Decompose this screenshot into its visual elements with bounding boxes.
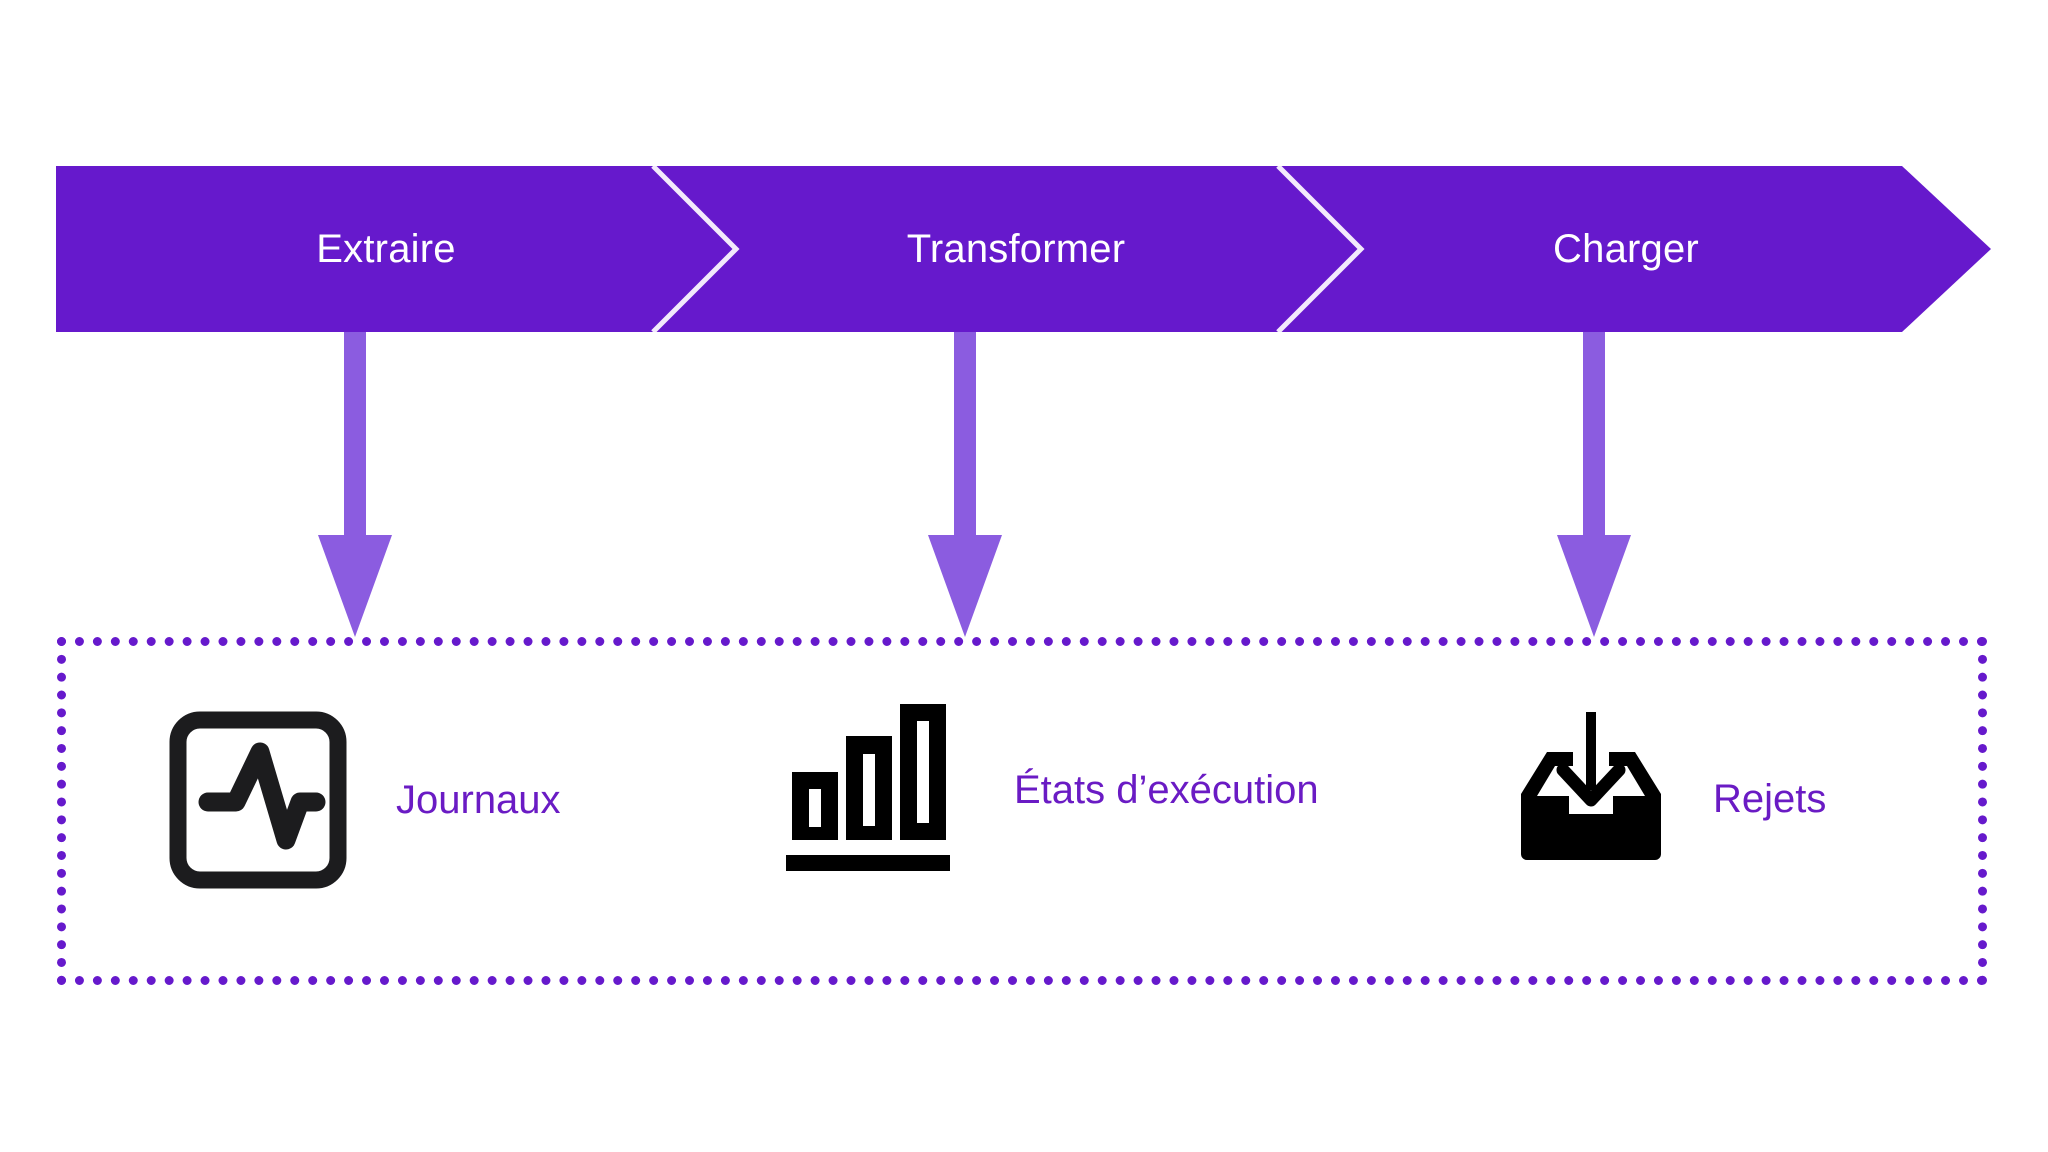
output-item-etats-execution[interactable]: États d’exécution bbox=[784, 694, 1319, 882]
arrow-shaft-and-head bbox=[928, 332, 1002, 637]
pulse-monitor-icon bbox=[169, 711, 347, 889]
output-label-journaux: Journaux bbox=[396, 777, 561, 822]
chevron-divider-1 bbox=[651, 166, 740, 332]
connector-arrow-charger-to-rejets bbox=[1539, 332, 1649, 642]
output-label-etats-execution: États d’exécution bbox=[1014, 767, 1319, 812]
bar-chart-icon bbox=[786, 704, 950, 871]
connector-arrow-extraire-to-journaux bbox=[300, 332, 410, 642]
output-item-rejets[interactable]: Rejets bbox=[1511, 708, 1826, 868]
connector-arrow-transformer-to-etats bbox=[910, 332, 1020, 642]
outputs-group: Journaux États d’exécution bbox=[57, 637, 1987, 985]
arrow-shaft-and-head bbox=[318, 332, 392, 637]
etl-pipeline-banner: Extraire Transformer Charger bbox=[56, 166, 1991, 332]
output-label-rejets: Rejets bbox=[1713, 776, 1827, 821]
banner-body-shape bbox=[56, 166, 1991, 332]
output-item-journaux[interactable]: Journaux bbox=[164, 706, 561, 894]
arrow-shaft-and-head bbox=[1557, 332, 1631, 637]
chevron-divider-2 bbox=[1276, 166, 1365, 332]
inbox-download-icon bbox=[1521, 712, 1661, 860]
